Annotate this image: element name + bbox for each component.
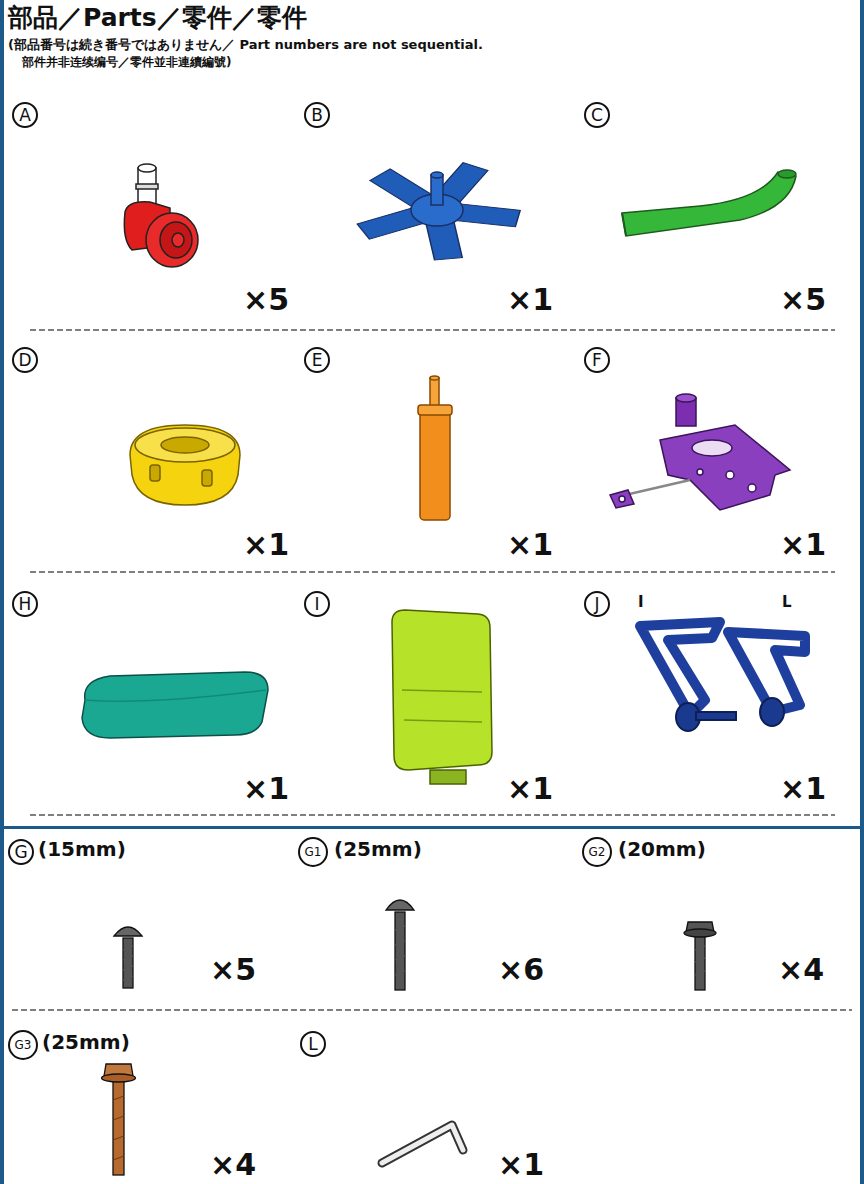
label-text: ×6 [498,953,544,986]
label-text: ×5 [210,953,256,986]
part-letter: G1 [298,837,328,867]
label-text: (15mm) [38,838,126,860]
label-text: ×5 [243,283,289,316]
label-text: (25mm) [334,838,422,860]
chair-leg [622,170,796,236]
label-text: (25mm) [42,1031,130,1053]
label-text: ×1 [243,528,289,561]
label-text: ×4 [210,1148,256,1181]
part-letter: F [584,347,610,373]
backrest [392,610,492,784]
part-letter: J [584,591,610,617]
caster [124,164,198,267]
hex-key [382,1125,463,1163]
part-letter: E [304,347,330,373]
armrests [640,622,805,731]
screw-thread [113,926,705,1160]
label-text: ×1 [507,772,553,805]
frame-border [860,0,864,1184]
label-text: ×1 [498,1148,544,1181]
part-letter: H [12,591,38,617]
label-text: L [782,594,792,611]
seat-cushion [82,672,268,738]
note-text: (部品番号は続き番号ではありません／ Part numbers are not … [8,38,483,52]
part-letter: A [12,102,38,128]
part-letter: B [304,102,330,128]
label-text: ×1 [507,528,553,561]
part-letter: G3 [8,1030,38,1060]
label-text: ×5 [780,283,826,316]
label-text: ×1 [780,528,826,561]
row-divider [12,330,852,1010]
part-letter: I [304,591,330,617]
cylinder-cover [130,425,240,505]
label-text: ×4 [778,953,824,986]
part-letter: L [300,1031,326,1057]
frame-border [0,0,4,1184]
label-text: (20mm) [618,838,706,860]
chair-base [357,163,520,260]
part-letter: G2 [582,837,612,867]
title: 部品／Parts／零件／零件 [8,4,307,32]
note-text: 部件并非连续编号／零件並非連續編號) [22,56,231,69]
label-text: ×1 [780,772,826,805]
part-letter: D [12,347,38,373]
label-text: ×1 [243,772,289,805]
label-text: I [638,594,644,611]
part-letter: G [8,839,34,865]
gas-cylinder [418,376,452,520]
tilt-mechanism [610,394,790,510]
label-text: ×1 [507,283,553,316]
screw [102,900,717,1175]
part-letter: C [584,102,610,128]
section-divider [0,826,864,829]
